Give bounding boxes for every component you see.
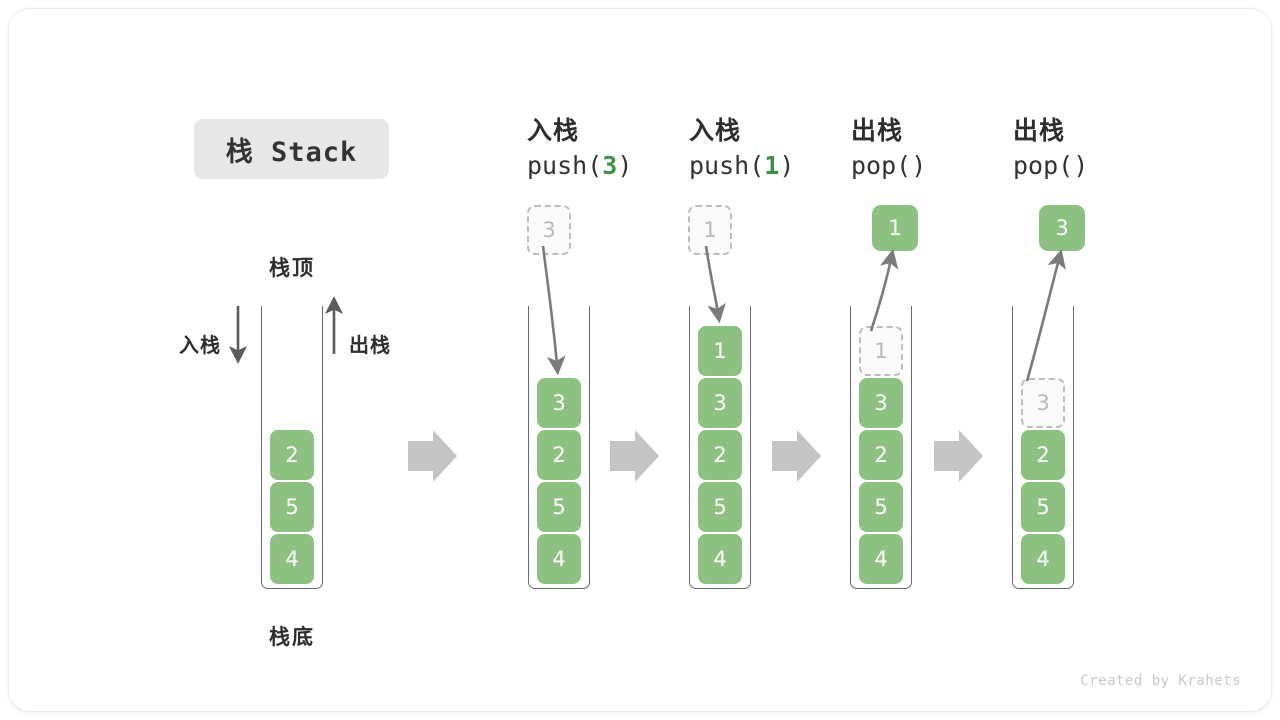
stack-cell: 4 (537, 534, 581, 584)
stack-cell: 2 (859, 430, 903, 480)
stack-container-push-3 (528, 306, 590, 589)
step-title-code: pop() (1013, 151, 1089, 180)
stack-cell: 4 (859, 534, 903, 584)
stack-container-pop-1 (850, 306, 912, 589)
stack-cell: 4 (270, 534, 314, 584)
stack-cell: 2 (698, 430, 742, 480)
pop-side-label: 出栈 (349, 333, 391, 357)
stack-cell: 3 (537, 378, 581, 428)
stack-cell: 4 (1021, 534, 1065, 584)
flow-arrow-4 (934, 430, 983, 482)
step-title-code: pop() (851, 151, 927, 180)
stack-cell: 5 (698, 482, 742, 532)
stack-cell-removed: 1 (859, 326, 903, 376)
stack-cell: 3 (859, 378, 903, 428)
step-header-pop-1: 出栈 pop() (851, 114, 1021, 184)
stack-cell-removed: 3 (1021, 378, 1065, 428)
step-title-code: push(3) (527, 151, 633, 180)
stack-cell: 5 (859, 482, 903, 532)
stack-top-label: 栈顶 (269, 256, 315, 280)
incoming-cell-push-1: 1 (688, 205, 732, 255)
flow-arrow-1 (408, 430, 457, 482)
popped-cell-1: 1 (872, 205, 918, 251)
step-title-cn: 出栈 (1013, 116, 1066, 145)
flow-arrow-2 (610, 430, 659, 482)
push-side-label: 入栈 (179, 333, 221, 357)
popped-cell-3: 3 (1039, 205, 1085, 251)
step-header-pop-3: 出栈 pop() (1013, 114, 1183, 184)
stack-cell: 1 (698, 326, 742, 376)
page-title: 栈 Stack (194, 119, 389, 179)
stack-cell: 2 (1021, 430, 1065, 480)
stack-cell: 2 (537, 430, 581, 480)
flow-arrow-3 (772, 430, 821, 482)
stack-cell: 5 (537, 482, 581, 532)
stack-cell: 3 (698, 378, 742, 428)
step-header-push-3: 入栈 push(3) (527, 114, 697, 184)
stack-container-initial (261, 306, 323, 589)
step-title-cn: 出栈 (851, 116, 904, 145)
stack-cell: 2 (270, 430, 314, 480)
stack-container-push-1 (689, 306, 751, 589)
credit-text: Created by Krahets (1080, 673, 1241, 689)
stack-cell: 5 (270, 482, 314, 532)
push-1-arrow (704, 245, 726, 324)
step-title-code: push(1) (689, 151, 795, 180)
stack-cell: 4 (698, 534, 742, 584)
stack-bottom-label: 栈底 (269, 625, 315, 649)
step-title-cn: 入栈 (527, 116, 580, 145)
stack-cell: 5 (1021, 482, 1065, 532)
step-header-push-1: 入栈 push(1) (689, 114, 859, 184)
incoming-cell-push-3: 3 (527, 205, 571, 255)
step-title-cn: 入栈 (689, 116, 742, 145)
stack-container-pop-3 (1012, 306, 1074, 589)
